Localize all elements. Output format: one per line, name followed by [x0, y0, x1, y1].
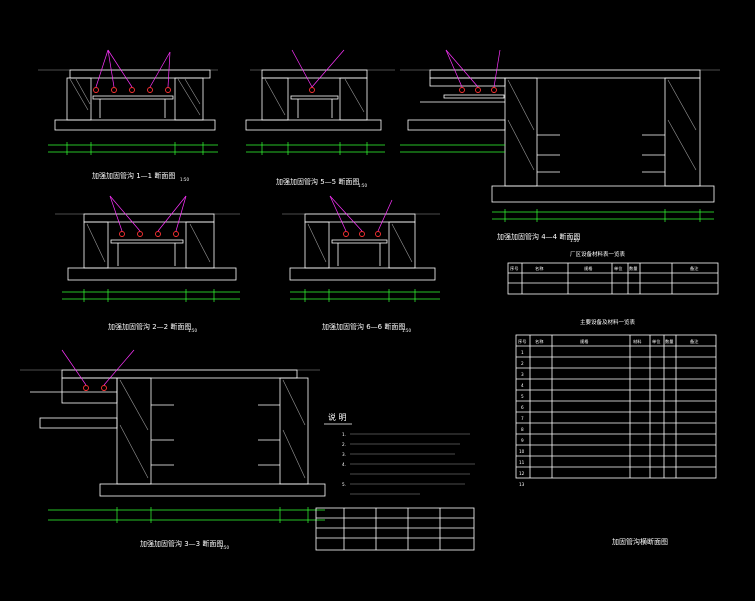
- section-2-2-scale: 1:50: [188, 328, 197, 333]
- section-4-4-scale: 1:50: [570, 238, 579, 243]
- section-5-5-scale: 1:50: [358, 183, 367, 188]
- col-header: 数量: [629, 265, 637, 272]
- note-item: 2.: [342, 442, 346, 447]
- note-item: 4.: [342, 462, 346, 467]
- section-6-6-title: 加强加固管沟 6—6 断面图: [322, 322, 405, 331]
- section-4-4-drawing: [400, 49, 720, 222]
- section-1-1-title: 加强加固管沟 1—1 断面图: [92, 171, 175, 180]
- section-2-2-drawing: [55, 195, 240, 302]
- materials-table: 主要设备及材料一览表 序号 名称 规格 材料 单位 数量 备注 1 2 3 4 …: [515, 318, 717, 487]
- table-row-number: 9: [521, 438, 524, 443]
- col-header: 单位: [614, 265, 622, 272]
- table-row-number: 7: [521, 416, 524, 421]
- note-item: 1.: [342, 432, 346, 437]
- col-header: 规格: [584, 265, 593, 272]
- col-header: 序号: [518, 338, 526, 345]
- section-1-1-scale: 1:50: [180, 177, 189, 182]
- footer-label: 加固管沟横断面图: [612, 537, 668, 546]
- table-row-number: 10: [519, 449, 525, 454]
- note-item: 3.: [342, 452, 346, 457]
- note-item: 5.: [342, 482, 346, 487]
- section-3-3-drawing: [20, 349, 326, 523]
- table-row-number: 6: [521, 405, 524, 410]
- table-row-number: 5: [521, 394, 524, 399]
- col-header: 材料: [633, 338, 642, 345]
- col-header: 备注: [690, 338, 699, 345]
- section-2-2-title: 加强加固管沟 2—2 断面图: [108, 322, 191, 331]
- materials-table-title: 主要设备及材料一览表: [580, 318, 636, 326]
- table-row-number: 2: [521, 361, 524, 366]
- equipment-table-small: 厂区设备材料表一览表 序号 名称 规格 单位 数量 备注: [507, 250, 719, 295]
- section-5-5-drawing: [245, 49, 395, 155]
- table-row-number: 13: [519, 482, 525, 487]
- table-row-number: 8: [521, 427, 524, 432]
- section-1-1-drawing: [38, 49, 218, 155]
- col-header: 备注: [690, 265, 699, 272]
- section-6-6-scale: 1:50: [402, 328, 411, 333]
- section-3-3-scale: 1:50: [220, 545, 229, 550]
- notes-block: 说 明 1. 2. 3. 4. 5.: [324, 412, 475, 495]
- notes-heading: 说 明: [328, 412, 347, 422]
- section-6-6-drawing: [282, 195, 440, 302]
- section-5-5-title: 加强加固管沟 5—5 断面图: [276, 177, 359, 186]
- dimension-table: [315, 507, 475, 551]
- table-row-number: 11: [519, 460, 525, 465]
- table-row-number: 12: [519, 471, 525, 476]
- col-header: 名称: [535, 265, 543, 272]
- equipment-table-small-title: 厂区设备材料表一览表: [570, 250, 626, 258]
- col-header: 序号: [510, 265, 518, 272]
- section-4-4-title: 加强加固管沟 4—4 断面图: [497, 232, 580, 241]
- col-header: 规格: [580, 338, 589, 345]
- table-row-number: 1: [521, 350, 524, 355]
- table-row-number: 4: [521, 383, 524, 388]
- col-header: 数量: [665, 338, 673, 345]
- section-3-3-title: 加强加固管沟 3—3 断面图: [140, 539, 223, 548]
- col-header: 名称: [535, 338, 543, 345]
- col-header: 单位: [652, 338, 660, 345]
- table-row-number: 3: [521, 372, 524, 377]
